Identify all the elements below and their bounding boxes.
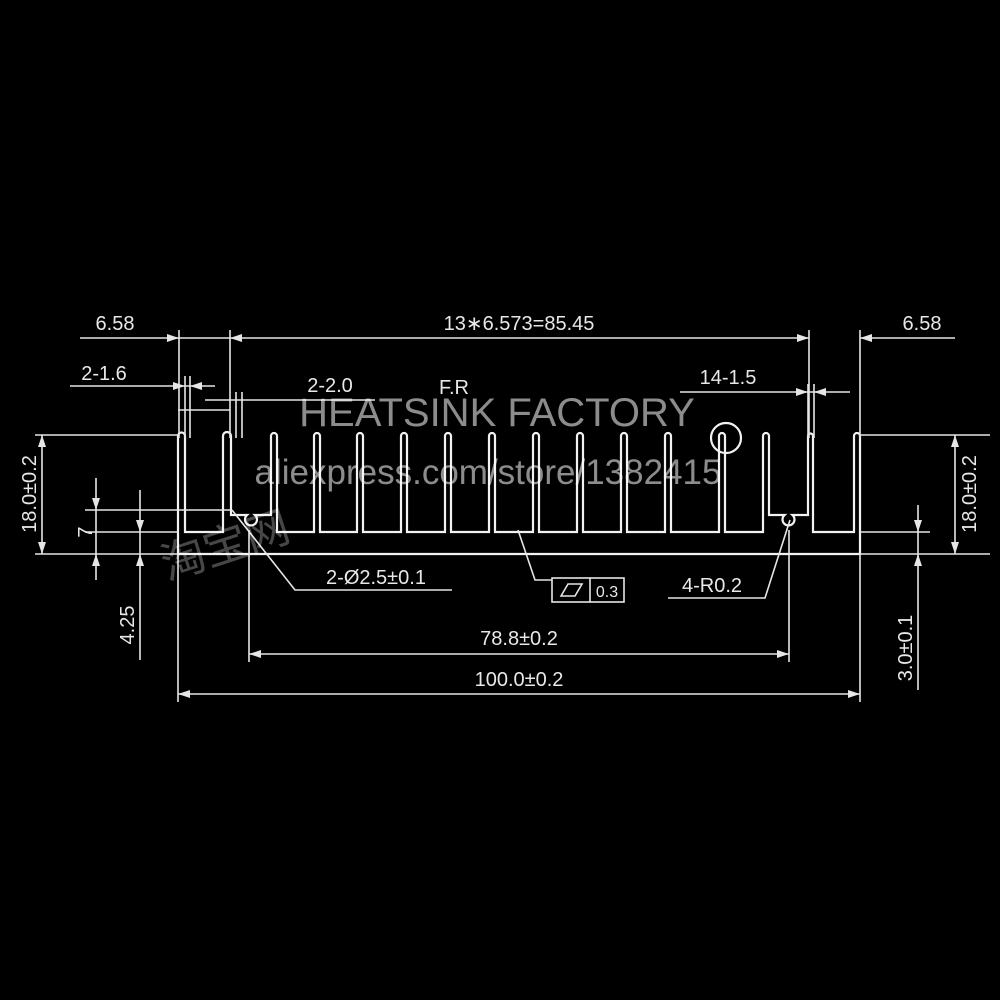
- dimension-labels: 6.58 13∗6.573=85.45 6.58 2-1.6 2-2.0 F.R…: [19, 313, 981, 691]
- total-width-label: 100.0±0.2: [475, 669, 564, 691]
- inner-fin-label: 2-2.0: [307, 375, 353, 397]
- watermark-title: HEATSINK FACTORY: [299, 391, 695, 435]
- pitch-label: 13∗6.573=85.45: [444, 313, 595, 335]
- watermark-url: aliexpress.com/store/1382415: [255, 453, 722, 492]
- inner-width-label: 78.8±0.2: [480, 628, 558, 650]
- heatsink-profile: [176, 421, 862, 556]
- groove-offset-label: 4.25: [117, 606, 139, 645]
- height-right-label: 18.0±0.2: [959, 455, 981, 533]
- left-margin-label: 6.58: [96, 313, 135, 335]
- heatsink-outline: [176, 430, 862, 556]
- extension-lines: [35, 330, 990, 702]
- right-margin-label: 6.58: [903, 313, 942, 335]
- base-thickness-label: 3.0±0.1: [895, 615, 917, 682]
- hole-label: 2-Ø2.5±0.1: [326, 567, 426, 589]
- radius-label: 4-R0.2: [682, 575, 742, 597]
- round-mark-icon: [709, 421, 743, 455]
- flatness-label: 0.3: [596, 584, 618, 601]
- groove-depth-label: 7: [75, 526, 97, 537]
- dimension-lines: [38, 334, 959, 698]
- height-left-label: 18.0±0.2: [19, 455, 41, 533]
- fin-count-label: 14-1.5: [700, 367, 757, 389]
- edge-fin-label: 2-1.6: [81, 363, 127, 385]
- watermarks: HEATSINK FACTORY aliexpress.com/store/13…: [155, 391, 722, 591]
- watermark-cjk: 淘宝网: [155, 502, 296, 591]
- fr-label: F.R: [439, 377, 469, 399]
